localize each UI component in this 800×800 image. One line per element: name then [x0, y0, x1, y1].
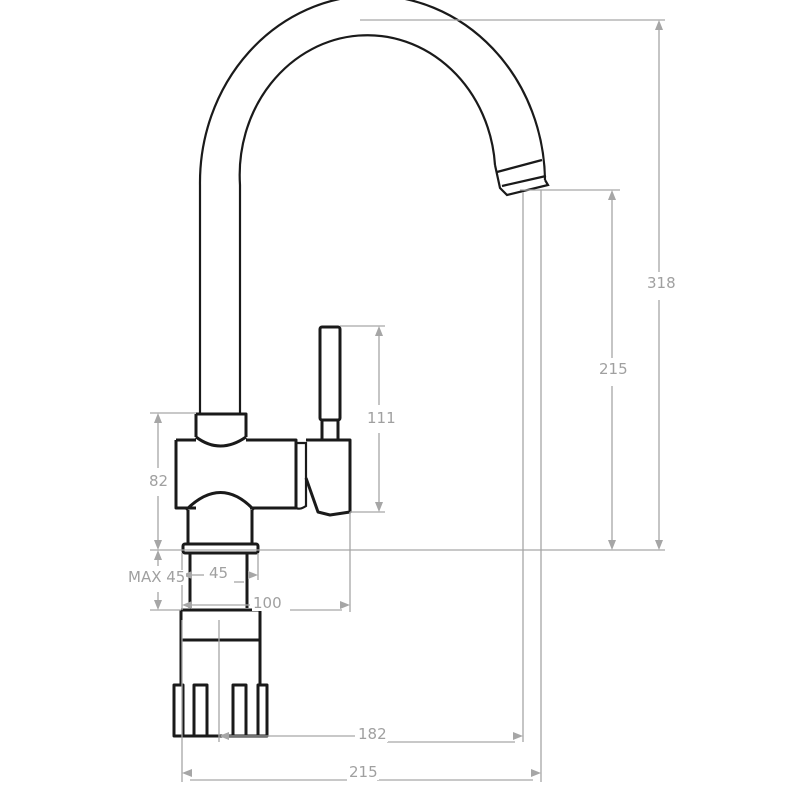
dimension-shank-diameter: 45	[208, 564, 230, 582]
faucet-spout	[198, 0, 550, 415]
dimension-body-to-lever: 100	[252, 594, 283, 612]
dimension-lines	[150, 19, 665, 782]
dimension-body-height: 82	[148, 472, 170, 490]
dimension-spout-height: 215	[598, 360, 629, 378]
faucet-lever	[318, 325, 342, 442]
dimension-total-height: 318	[646, 274, 677, 292]
dimension-overall-width: 215	[348, 763, 379, 781]
dimension-reach: 182	[357, 725, 388, 743]
dimension-lever-height: 111	[366, 409, 397, 427]
dimension-max-countertop: MAX 45	[127, 568, 187, 586]
faucet-body	[174, 412, 352, 545]
